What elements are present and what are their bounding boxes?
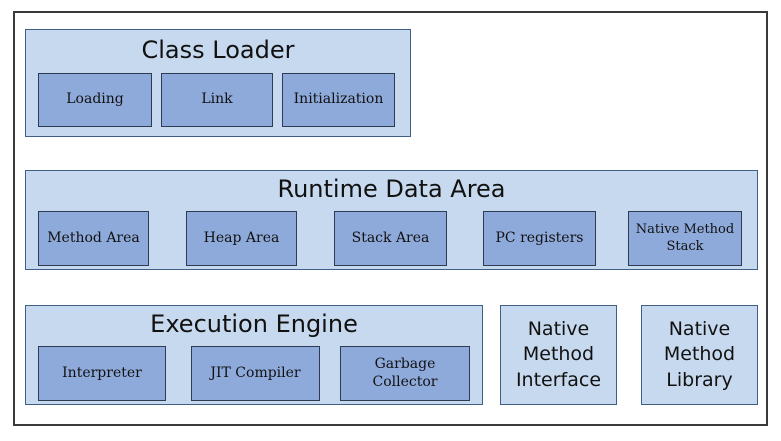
runtime-data-area-title: Runtime Data Area <box>277 175 506 203</box>
initialization-box: Initialization <box>282 73 395 127</box>
garbage-collector-line-2: Collector <box>372 373 438 390</box>
execution-engine-panel: Execution Engine Interpreter JIT Compile… <box>25 305 483 405</box>
stack-area-box: Stack Area <box>334 211 447 266</box>
jit-compiler-box: JIT Compiler <box>191 346 320 401</box>
garbage-collector-box: Garbage Collector <box>340 346 470 401</box>
native-method-interface-box: Native Method Interface <box>500 305 617 405</box>
native-method-library-line-2: Method <box>663 343 736 366</box>
link-label: Link <box>201 91 233 108</box>
execution-engine-title: Execution Engine <box>150 310 358 338</box>
initialization-label: Initialization <box>293 91 384 108</box>
class-loader-panel: Class Loader Loading Link Initialization <box>25 29 411 137</box>
pc-registers-label: PC registers <box>495 229 584 246</box>
interpreter-label: Interpreter <box>62 364 142 381</box>
native-method-library-box: Native Method Library <box>641 305 758 405</box>
method-area-box: Method Area <box>38 211 149 266</box>
loading-box: Loading <box>38 73 152 127</box>
pc-registers-box: PC registers <box>483 211 596 266</box>
native-method-stack-line-2: Stack <box>666 238 704 254</box>
heap-area-box: Heap Area <box>186 211 297 266</box>
native-method-library-line-3: Library <box>666 368 733 391</box>
native-method-stack-line-1: Native Method <box>635 222 735 238</box>
heap-area-label: Heap Area <box>203 229 280 246</box>
loading-label: Loading <box>66 91 124 108</box>
garbage-collector-line-1: Garbage <box>374 356 436 372</box>
native-method-library-line-1: Native <box>668 317 731 340</box>
class-loader-title: Class Loader <box>141 36 295 64</box>
native-method-interface-line-2: Method <box>522 343 595 366</box>
link-box: Link <box>161 73 273 127</box>
method-area-label: Method Area <box>47 229 140 246</box>
runtime-data-area-panel: Runtime Data Area Method Area Heap Area … <box>25 170 758 270</box>
interpreter-box: Interpreter <box>38 346 166 401</box>
native-method-interface-line-1: Native <box>527 317 590 340</box>
native-method-interface-line-3: Interface <box>515 368 602 391</box>
jit-compiler-label: JIT Compiler <box>210 364 301 381</box>
jvm-architecture-frame: Class Loader Loading Link Initialization… <box>13 11 768 426</box>
stack-area-label: Stack Area <box>351 229 430 246</box>
native-method-stack-box: Native Method Stack <box>628 211 742 266</box>
